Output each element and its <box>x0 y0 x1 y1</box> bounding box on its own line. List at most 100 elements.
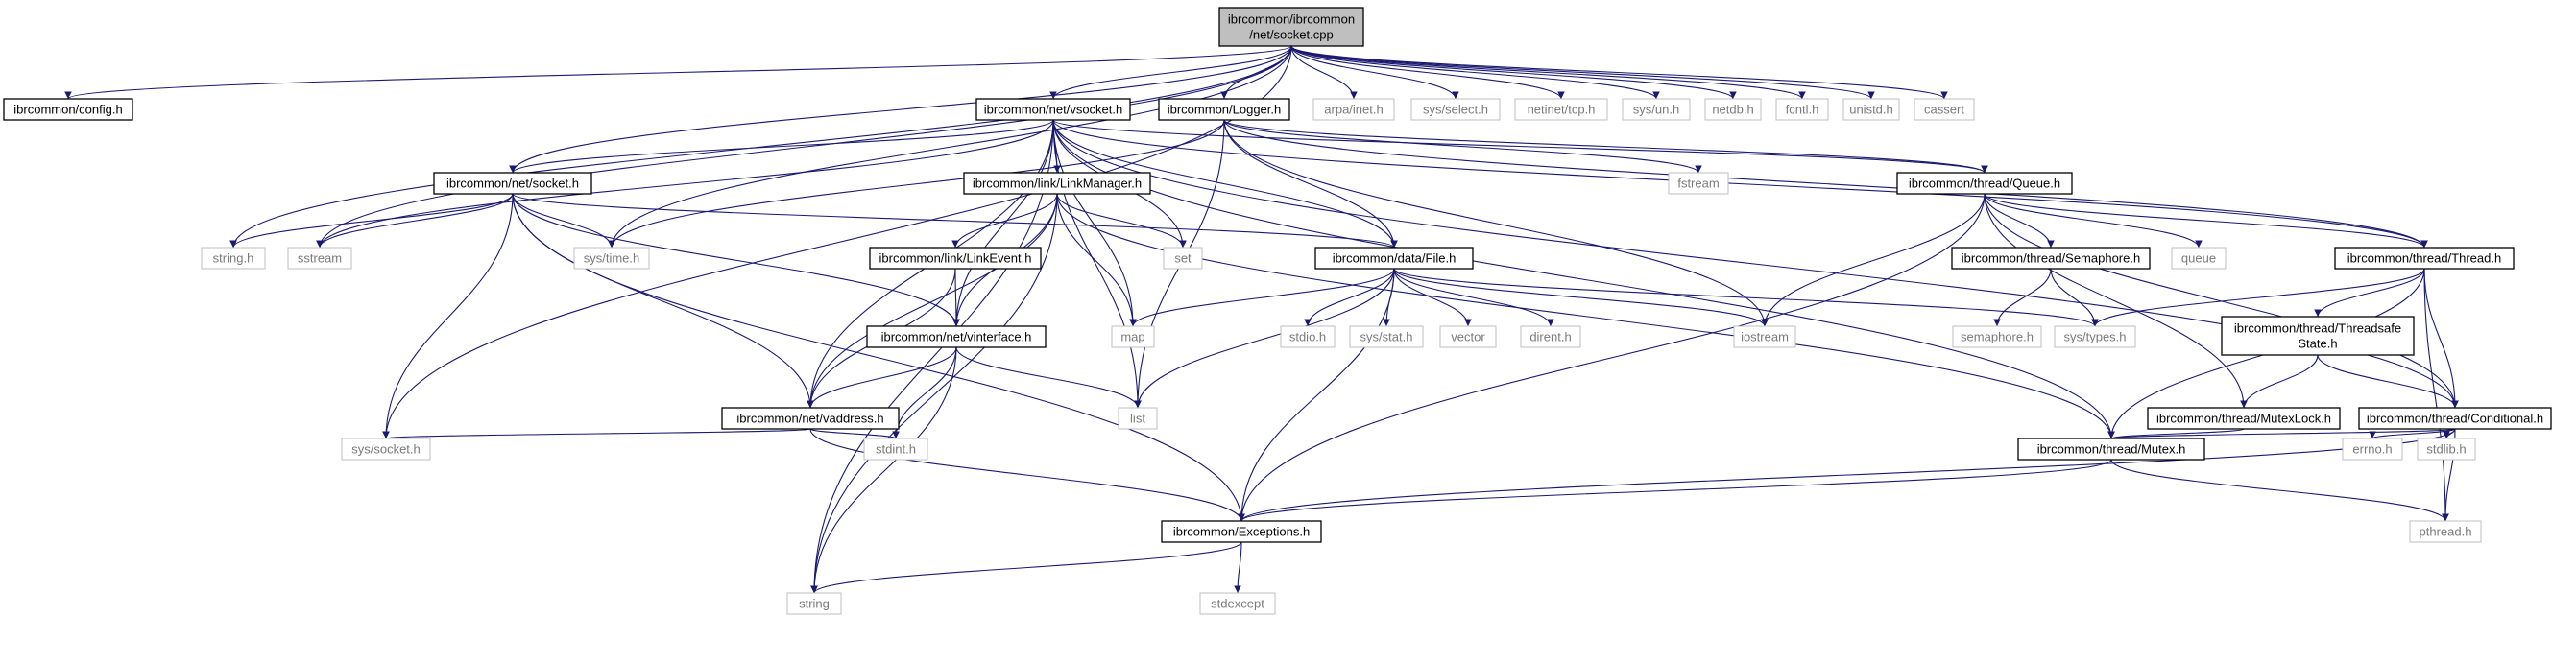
edge-conditional_h-to-errno_h <box>2369 428 2456 439</box>
node-box <box>2342 438 2403 461</box>
node-sys-un-h[interactable]: sys/un.h <box>1622 98 1691 121</box>
node-sys-stat-h[interactable]: sys/stat.h <box>1349 325 1424 348</box>
node-errno-h[interactable]: errno.h <box>2342 438 2403 461</box>
node-cassert[interactable]: cassert <box>1914 98 1975 121</box>
node-label: ibrcommon/thread/Thread.h <box>2347 251 2501 266</box>
node-box <box>2334 247 2515 270</box>
node-conditional-h[interactable]: ibrcommon/thread/Conditional.h <box>2358 407 2552 430</box>
node-label: ibrcommon/data/File.h <box>1333 251 1457 266</box>
node-thread-h[interactable]: ibrcommon/thread/Thread.h <box>2334 247 2515 270</box>
edge-vsocket_h-to-file_h <box>1052 119 1398 249</box>
node-queue-h[interactable]: ibrcommon/thread/Queue.h <box>1896 172 2073 195</box>
node-label: ibrcommon/thread/Queue.h <box>1909 177 2060 191</box>
node-unistd-h[interactable]: unistd.h <box>1842 98 1900 121</box>
edge-linkevent_h-to-vinterface_h <box>952 268 960 327</box>
node-sstream[interactable]: sstream <box>287 247 352 270</box>
edge-queue_h-to-iostream <box>1761 193 1986 327</box>
node-pthread-h[interactable]: pthread.h <box>2409 520 2482 543</box>
edge-vsocket_h-to-queue_h <box>1052 119 1988 174</box>
edge-linkmanager_h-to-set <box>1056 193 1187 249</box>
node-set[interactable]: set <box>1163 247 1203 270</box>
node-sys-types-h[interactable]: sys/types.h <box>2054 325 2136 348</box>
node-label: dirent.h <box>1529 330 1571 344</box>
edge-conditional_h-to-mutex_h <box>2107 428 2456 439</box>
node-box <box>1158 98 1290 121</box>
node-label: iostream <box>1741 330 1789 344</box>
edge-socket_cpp-to-unistd_h <box>1290 45 1875 100</box>
edge-linkmanager_h-to-mutex_h <box>1056 193 2115 439</box>
node-file-h[interactable]: ibrcommon/data/File.h <box>1314 247 1474 270</box>
node-queue[interactable]: queue <box>2171 247 2227 270</box>
edge-vsocket_h-to-mutex_h <box>1052 119 2115 439</box>
edge-file_h-to-list <box>1134 268 1395 409</box>
edge-net_socket_h-to-string_h <box>229 193 514 249</box>
node-iostream[interactable]: iostream <box>1733 325 1796 348</box>
node-semaphore-h[interactable]: semaphore.h <box>1952 325 2042 348</box>
node-box <box>863 438 928 461</box>
node-label: ibrcommon/net/vsocket.h <box>984 103 1123 117</box>
node-netinet-tcp-h[interactable]: netinet/tcp.h <box>1514 98 1608 121</box>
node-box <box>2147 407 2341 430</box>
node-vector[interactable]: vector <box>1439 325 1497 348</box>
node-string[interactable]: string <box>786 592 842 615</box>
edge-mutex_h-to-pthread_h <box>2110 459 2449 522</box>
node-box <box>1439 325 1497 348</box>
node-label: ibrcommon/Exceptions.h <box>1173 525 1310 539</box>
edge-vaddress_h-to-stdint_h <box>809 428 900 439</box>
node-vinterface-h[interactable]: ibrcommon/net/vinterface.h <box>866 325 1047 348</box>
node-mutexlock-h[interactable]: ibrcommon/thread/MutexLock.h <box>2147 407 2341 430</box>
nodes-layer: ibrcommon/ibrcommon/net/socket.cpp ibrcom… <box>3 7 2552 615</box>
node-socket-cpp[interactable]: ibrcommon/ibrcommon/net/socket.cpp <box>1218 7 1364 47</box>
node-config-h[interactable]: ibrcommon/config.h <box>3 98 133 121</box>
edge-net_socket_h-to-sys_time_h <box>512 193 615 249</box>
node-stdint-h[interactable]: stdint.h <box>863 438 928 461</box>
node-netdb-h[interactable]: netdb.h <box>1704 98 1762 121</box>
node-box <box>1914 98 1975 121</box>
node-fcntl-h[interactable]: fcntl.h <box>1775 98 1829 121</box>
node-box <box>1775 98 1829 121</box>
edge-net_socket_h-to-sys_socket_h <box>382 193 514 439</box>
node-label: queue <box>2181 251 2216 266</box>
edge-vinterface_h-to-list <box>955 346 1142 409</box>
node-stdlib-h[interactable]: stdlib.h <box>2417 438 2476 461</box>
node-sys-time-h[interactable]: sys/time.h <box>573 247 650 270</box>
edge-net_socket_h-to-vaddress_h <box>512 193 814 409</box>
node-map[interactable]: map <box>1111 325 1155 348</box>
node-logger-h[interactable]: ibrcommon/Logger.h <box>1158 98 1290 121</box>
node-net-socket-h[interactable]: ibrcommon/net/socket.h <box>433 172 592 195</box>
node-linkmanager-h[interactable]: ibrcommon/link/LinkManager.h <box>963 172 1151 195</box>
edge-linkmanager_h-to-linkevent_h <box>951 193 1058 249</box>
node-stdio-h[interactable]: stdio.h <box>1280 325 1336 348</box>
node-label: pthread.h <box>2420 525 2472 539</box>
edge-linkmanager_h-to-string <box>810 193 1058 594</box>
node-sys-select-h[interactable]: sys/select.h <box>1410 98 1501 121</box>
node-string-h[interactable]: string.h <box>201 247 266 270</box>
node-dirent-h[interactable]: dirent.h <box>1520 325 1581 348</box>
node-label: string <box>799 597 830 611</box>
node-vaddress-h[interactable]: ibrcommon/net/vaddress.h <box>721 407 900 430</box>
edge-vsocket_h-to-net_socket_h <box>509 119 1054 174</box>
edge-queue_h-to-exceptions_h <box>1238 193 1986 522</box>
edge-threadsafestate_h-to-conditional_h <box>2317 354 2459 409</box>
node-box <box>2221 316 2415 356</box>
node-arpa-inet-h[interactable]: arpa/inet.h <box>1312 98 1395 121</box>
node-semaphore-h-proj[interactable]: ibrcommon/thread/Semaphore.h <box>1951 247 2151 270</box>
node-label: fstream <box>1677 177 1719 191</box>
node-label: sys/stat.h <box>1360 330 1413 344</box>
edge-logger_h-to-fstream <box>1223 119 1702 174</box>
node-box <box>201 247 266 270</box>
node-box <box>869 247 1042 270</box>
node-linkevent-h[interactable]: ibrcommon/link/LinkEvent.h <box>869 247 1042 270</box>
edge-semaphore_h_proj-to-sys_types_h <box>2050 268 2099 327</box>
node-sys-socket-h[interactable]: sys/socket.h <box>341 438 431 461</box>
node-stdexcept[interactable]: stdexcept <box>1199 592 1276 615</box>
node-exceptions-h[interactable]: ibrcommon/Exceptions.h <box>1161 520 1322 543</box>
node-box <box>1118 407 1158 430</box>
node-label: fcntl.h <box>1786 103 1819 117</box>
node-list[interactable]: list <box>1118 407 1158 430</box>
node-fstream[interactable]: fstream <box>1668 172 1729 195</box>
node-label: netdb.h <box>1712 103 1753 117</box>
node-vsocket-h[interactable]: ibrcommon/net/vsocket.h <box>975 98 1131 121</box>
node-mutex-h[interactable]: ibrcommon/thread/Mutex.h <box>2017 438 2205 461</box>
